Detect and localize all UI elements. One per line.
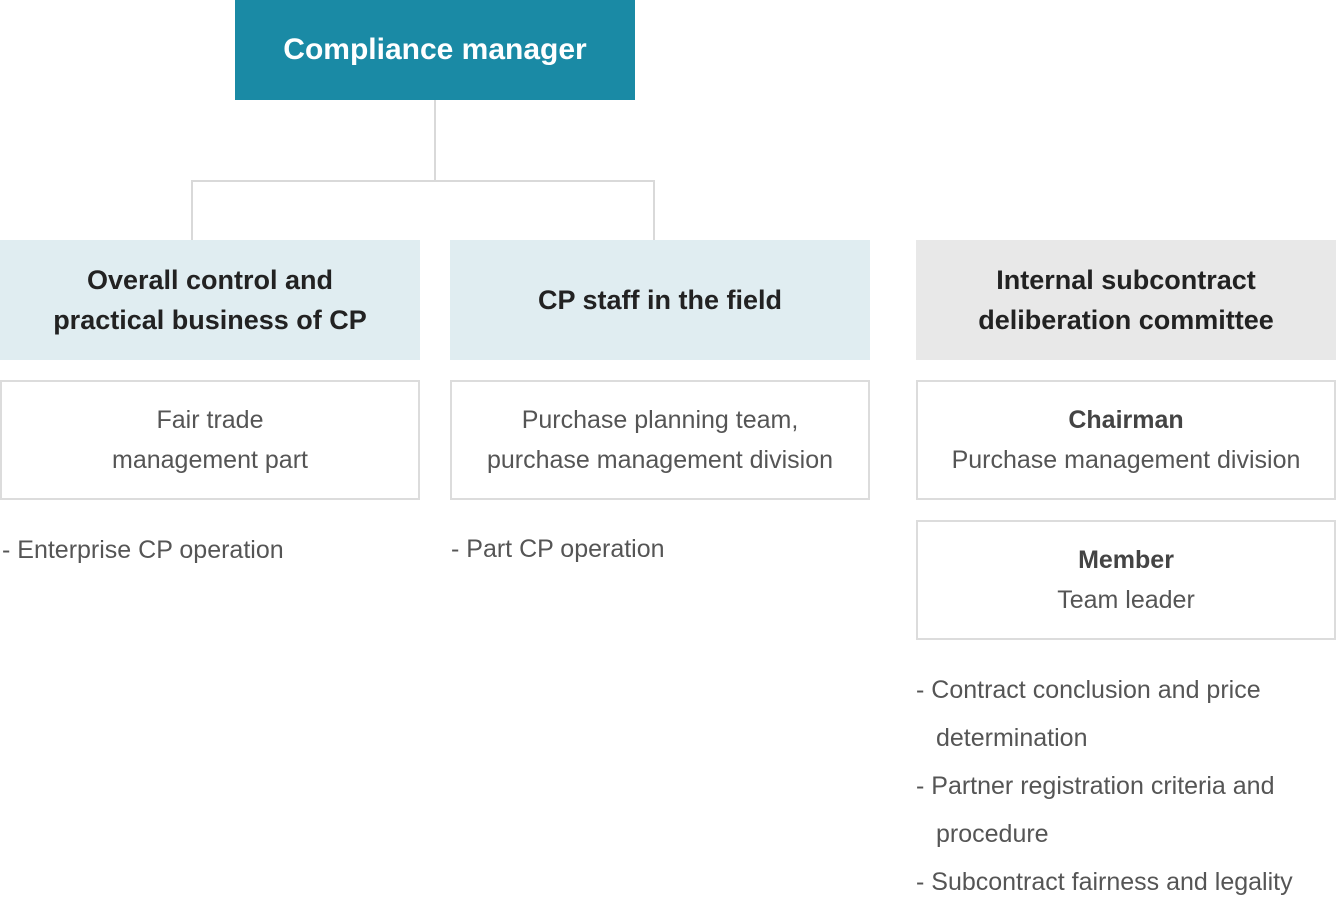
chairman-label: Chairman — [1068, 406, 1184, 434]
connector-right-drop — [653, 180, 655, 240]
box-line: purchase management division — [486, 446, 834, 474]
note-line: - Contract conclusion and price — [916, 676, 1261, 704]
heading-line: practical business of CP — [53, 305, 367, 335]
compliance-manager-box: Compliance manager — [235, 0, 635, 100]
cp-staff-heading: CP staff in the field — [450, 240, 870, 360]
chairman-box: Chairman Purchase management division — [916, 380, 1336, 500]
member-box: Member Team leader — [916, 520, 1336, 640]
heading-line: Overall control and — [86, 265, 334, 295]
connector-left-drop — [191, 180, 193, 240]
box-line: management part — [112, 446, 308, 474]
connector-vertical-top — [434, 100, 436, 181]
purchase-planning-box: Purchase planning team, purchase managem… — [450, 380, 870, 500]
overall-control-heading: Overall control and practical business o… — [0, 240, 420, 360]
box-line: Purchase planning team, — [521, 406, 799, 434]
part-cp-note: - Part CP operation — [451, 535, 665, 563]
heading-line: Internal subcontract — [996, 265, 1256, 295]
note-line: procedure — [936, 820, 1049, 848]
connector-horizontal — [191, 180, 655, 182]
chairman-value: Purchase management division — [951, 446, 1301, 474]
member-value: Team leader — [1057, 586, 1195, 614]
compliance-manager-title: Compliance manager — [283, 33, 587, 66]
heading-line: CP staff in the field — [537, 285, 783, 315]
committee-notes: - Contract conclusion and price determin… — [916, 666, 1293, 897]
box-line: Fair trade — [156, 406, 264, 434]
committee-heading: Internal subcontract deliberation commit… — [916, 240, 1336, 360]
note-line: determination — [936, 724, 1088, 752]
member-label: Member — [1078, 546, 1174, 574]
note-line: - Subcontract fairness and legality — [916, 868, 1293, 896]
enterprise-cp-note: - Enterprise CP operation — [2, 536, 284, 564]
fair-trade-box: Fair trade management part — [0, 380, 420, 500]
note-line: - Partner registration criteria and — [916, 772, 1275, 800]
heading-line: deliberation committee — [978, 305, 1274, 335]
